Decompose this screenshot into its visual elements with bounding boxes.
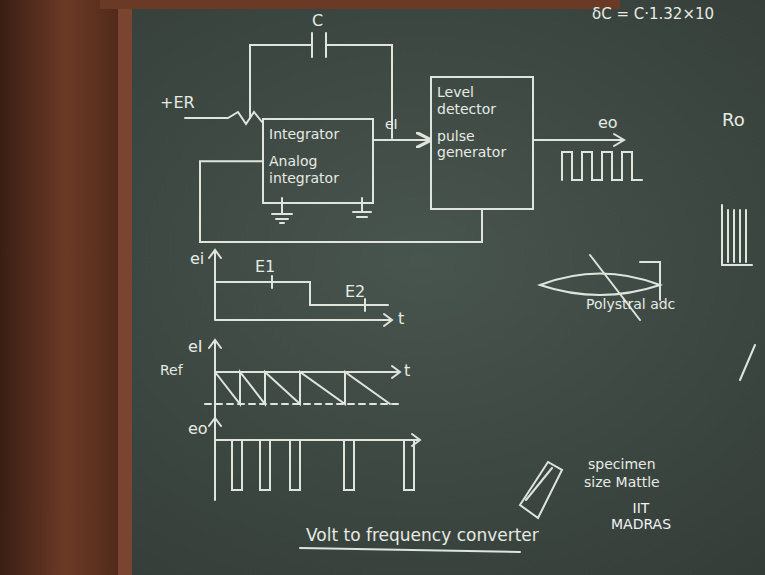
signal-label: +ER [160, 94, 195, 112]
axes [209, 340, 400, 420]
box-text: pulse generator [437, 128, 527, 162]
axes [209, 418, 420, 500]
signal-label: eo [598, 114, 618, 132]
arrow-head [614, 134, 624, 146]
box-text: Level detector [437, 84, 527, 118]
signal-label: Ro [722, 110, 745, 131]
signal-label: eI [188, 338, 203, 356]
signal-label: t [404, 362, 410, 380]
underline [300, 548, 520, 552]
signal-label: E1 [255, 258, 275, 276]
signal-wire [374, 139, 430, 141]
signal-label: E2 [345, 283, 365, 301]
signal-label: δC = C·1.32×10 [592, 6, 714, 23]
signal-label: Polystral adc [586, 296, 675, 312]
pulse-train [232, 440, 414, 490]
box-text: Integrator [269, 126, 367, 143]
sketch-line [740, 345, 755, 380]
signal-label: eI [385, 116, 398, 132]
signal-label: t [398, 310, 404, 328]
signal-label: specimen [588, 456, 656, 472]
signal-label: Ref [160, 362, 183, 378]
process-box: IntegratorAnalog integrator [262, 118, 374, 204]
signal-wire [200, 161, 482, 242]
ground-symbol [272, 198, 292, 223]
signal-label: ei [190, 250, 204, 268]
output-wire [534, 139, 622, 141]
sketch-wedge [520, 462, 562, 518]
watermark: IIT MADRAS [606, 500, 676, 532]
frame-top [100, 0, 620, 9]
axes [209, 250, 392, 326]
signal-label: size Mattle [584, 474, 660, 490]
wooden-frame [0, 0, 132, 575]
frame-edge [118, 0, 132, 575]
input-step [215, 282, 388, 305]
ramp-waveform [215, 372, 390, 404]
process-box: Level detector pulse generator [430, 76, 534, 210]
capacitor-wire [250, 45, 392, 138]
signal-label: C [312, 12, 323, 30]
box-text: Analog integrator [269, 153, 367, 187]
signal-label: eo [188, 420, 208, 438]
reference-level [205, 403, 400, 405]
square-wave [562, 152, 642, 180]
ground-symbol [353, 198, 371, 217]
caption: Volt to frequency converter [306, 526, 539, 546]
capacitor-symbol [312, 33, 326, 57]
sketch-ellipse [540, 274, 660, 296]
tick [272, 276, 365, 311]
sketch-hatching [722, 205, 752, 265]
